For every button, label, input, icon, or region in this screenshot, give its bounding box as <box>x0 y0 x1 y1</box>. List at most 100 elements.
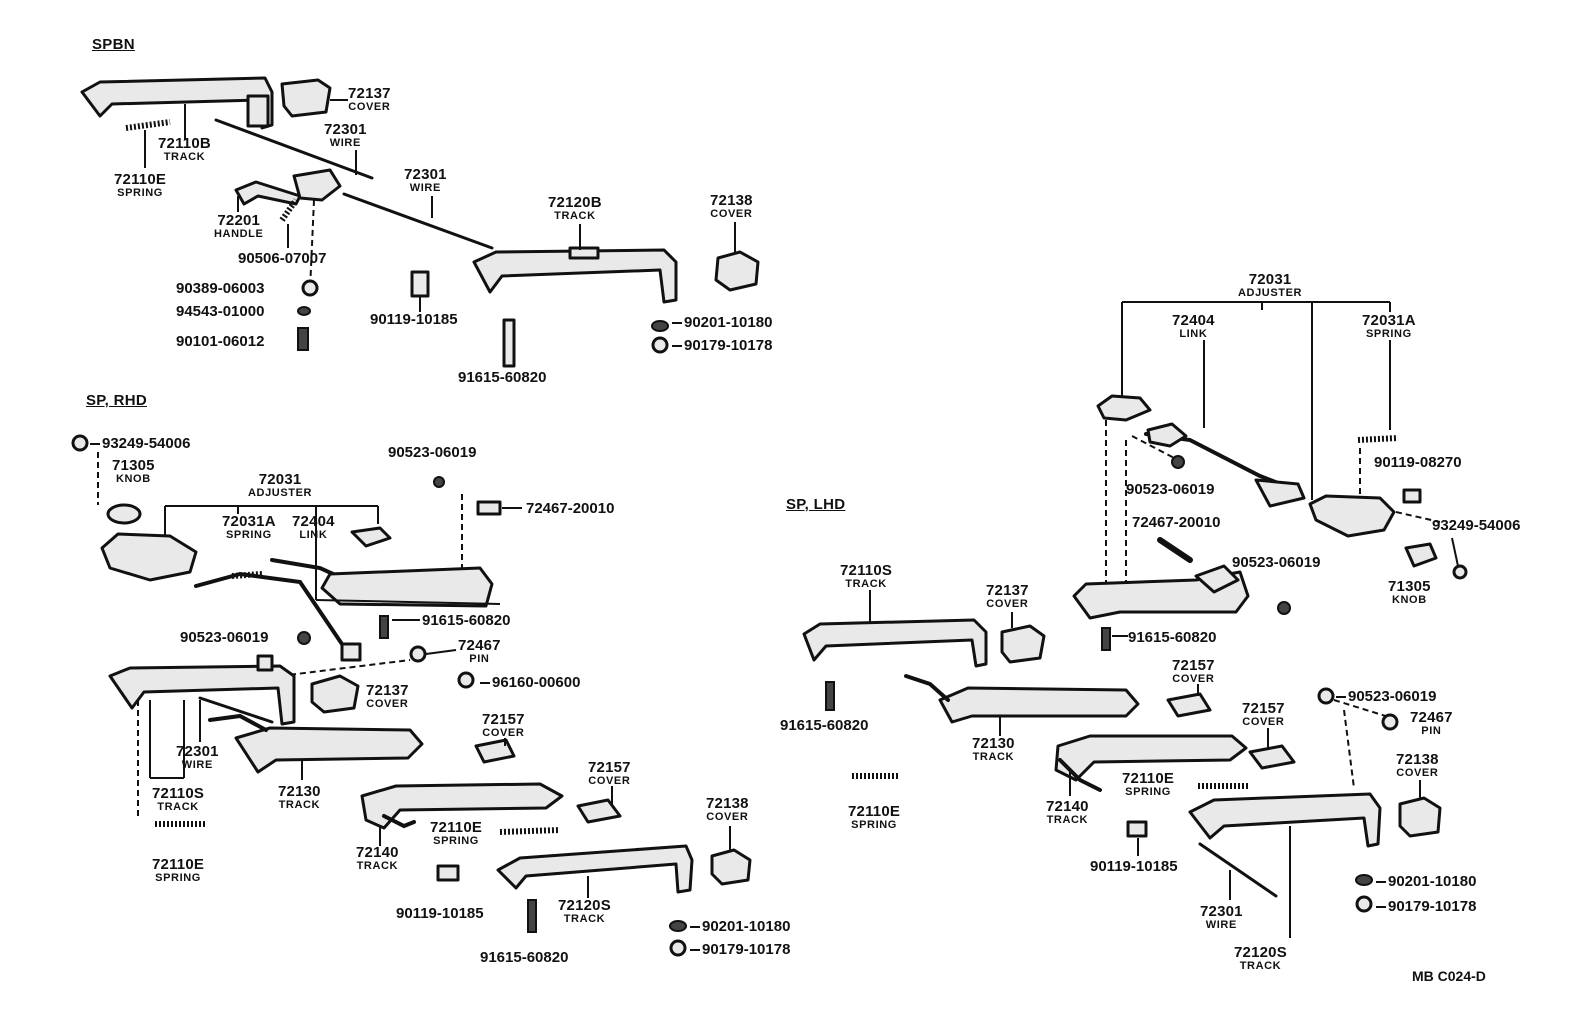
label-rhd-90201-text: 90201-10180 <box>702 918 791 935</box>
section-title-sp-lhd: SP, LHD <box>786 496 846 513</box>
track-72110b-bracket <box>246 94 270 128</box>
adjuster-plate-lhd-shape <box>1096 394 1152 422</box>
cover-72138-rhd-shape <box>710 848 752 886</box>
label-lhd-93249: 93249-54006 <box>1432 517 1521 534</box>
label-rhd-90523-top: 90523-06019 <box>388 444 477 461</box>
cover-72138-lhd-shape <box>1398 796 1442 838</box>
bolt-91615-shape <box>502 318 516 368</box>
screw-93249-shape <box>71 434 89 452</box>
nut-90389-shape <box>301 279 319 297</box>
label-rhd-90201: 90201-10180 <box>690 919 790 934</box>
label-spbn-90101: 90101-06012 <box>176 333 265 350</box>
screw-93249-lhd-shape <box>1452 564 1468 580</box>
bolt-91615-lhd-left-shape <box>825 681 835 711</box>
label-spbn-90179: 90179-10178 <box>672 338 772 353</box>
adjuster-72031-lhd-shape <box>1308 494 1396 538</box>
adjuster-72031-shape <box>100 532 198 582</box>
label-lhd-90201: 90201-10180 <box>1376 874 1476 889</box>
track-72110b-shape <box>80 76 274 130</box>
nut-90523-top-shape <box>433 476 445 488</box>
washer-90201-rhd-shape <box>669 920 687 932</box>
label-lhd-91615-left: 91615-60820 <box>780 717 869 734</box>
washer-90201-shape <box>651 320 669 332</box>
track-72140-lhd-shape <box>1054 734 1248 782</box>
knob-71305-lhd-shape <box>1404 542 1438 568</box>
label-rhd-93249-text: 93249-54006 <box>102 435 191 452</box>
track-72110s-clip <box>256 654 274 672</box>
clip-96160-shape <box>457 671 475 689</box>
link-72404-part <box>350 526 392 548</box>
label-rhd-90119: 90119-10185 <box>396 905 484 922</box>
washer-90201-lhd-shape <box>1355 874 1373 886</box>
cover-72157-b-shape <box>576 798 622 824</box>
bolt-90119-lhd-shape <box>1126 820 1148 838</box>
label-rhd-90523-mid: 90523-06019 <box>180 629 269 646</box>
link-72404-lhd-shape <box>1146 422 1188 448</box>
bolt-90101-shape <box>297 327 309 351</box>
seat-adjuster-plate <box>320 566 494 608</box>
label-lhd-90201-text: 90201-10180 <box>1388 873 1477 890</box>
label-rhd-96160: 96160-00600 <box>480 675 580 690</box>
bolt-91615-lhd-top-shape <box>1101 627 1111 651</box>
label-spbn-90506: 90506-07007 <box>238 250 327 267</box>
label-rhd-90179-text: 90179-10178 <box>702 941 791 958</box>
track-72120b-clip <box>568 246 600 260</box>
diagram-code: MB C024-D <box>1412 968 1486 984</box>
bolt-90119-shape <box>410 270 430 298</box>
nut-90179-shape <box>651 336 669 354</box>
cover-72157-a-shape <box>474 738 516 764</box>
bolt-72467-20010-shape <box>476 500 502 516</box>
label-lhd-91615-top: 91615-60820 <box>1128 629 1217 646</box>
cover-72157-lhd-b-shape <box>1248 744 1296 770</box>
nut-90523-lhd-top-shape <box>1171 455 1185 469</box>
track-72140-rhd-shape <box>360 782 564 830</box>
spbn-artwork <box>80 76 760 368</box>
track-72110s-lhd-shape <box>802 618 988 668</box>
link-sector-lhd-shape <box>1254 478 1306 508</box>
handle-72201-shape <box>234 180 302 206</box>
cover-72137-rhd-shape <box>310 674 360 714</box>
knob-71305-shape <box>106 503 142 525</box>
bolt-91615-rhd-bot-shape <box>527 899 537 933</box>
label-rhd-96160-text: 96160-00600 <box>492 674 581 691</box>
label-lhd-90523-mid: 90523-06019 <box>1232 554 1321 571</box>
label-rhd-91615-mid: 91615-60820 <box>422 612 511 629</box>
cover-72138-shape <box>714 250 760 292</box>
adjuster-link-end <box>340 642 362 662</box>
label-lhd-90179-text: 90179-10178 <box>1388 898 1477 915</box>
label-spbn-90201-text: 90201-10180 <box>684 314 773 331</box>
track-72130-rhd-shape <box>234 726 424 774</box>
track-72130-lhd-shape <box>938 686 1140 724</box>
label-rhd-72467-20010: 72467-20010 <box>526 500 615 517</box>
label-rhd-93249: 93249-54006 <box>90 436 190 451</box>
label-lhd-90119: 90119-10185 <box>1090 858 1178 875</box>
